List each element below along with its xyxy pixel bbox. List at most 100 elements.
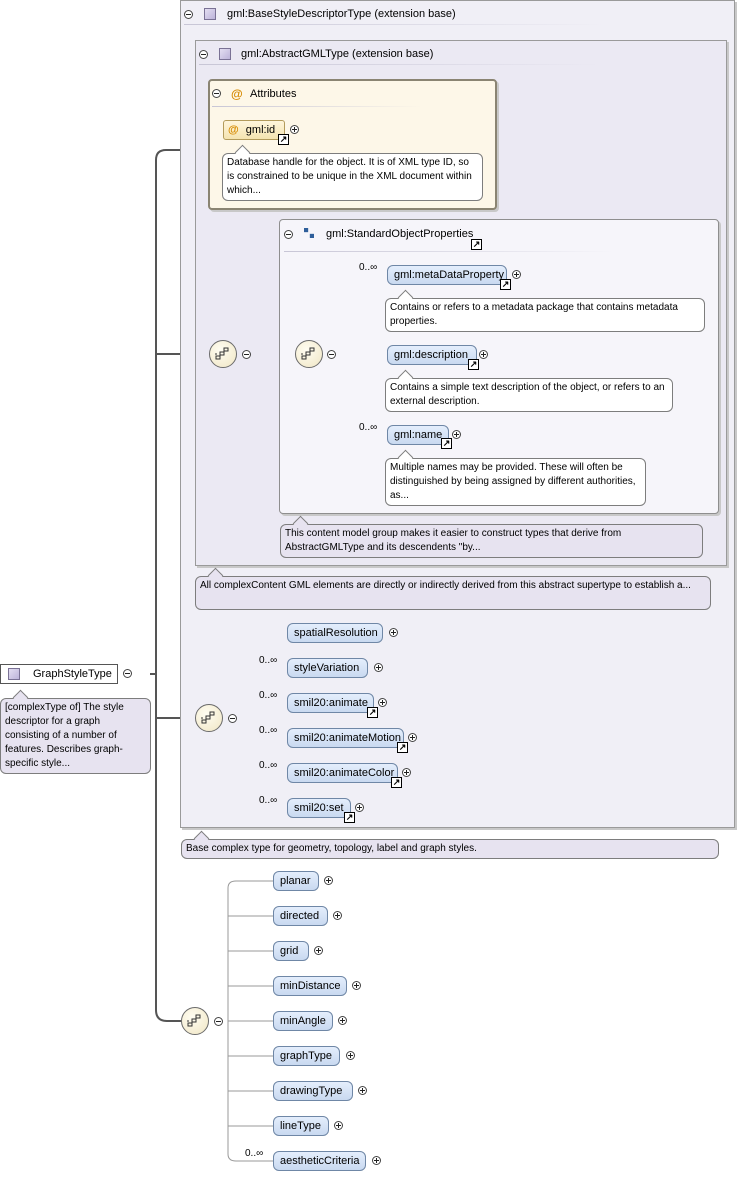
element-aestheticcriteria[interactable]: aestheticCriteria: [273, 1151, 366, 1171]
attribute-at-icon: @: [228, 124, 239, 136]
expand-element-toggle[interactable]: [512, 270, 521, 279]
reference-arrow-icon[interactable]: ↗: [500, 279, 511, 290]
base-style-documentation: Base complex type for geometry, topology…: [181, 830, 719, 859]
collapse-sequence-toggle[interactable]: [327, 350, 336, 359]
abstract-gml-header: gml:AbstractGMLType (extension base): [241, 48, 434, 60]
complex-type-icon: [219, 48, 231, 60]
attribute-label: gml:id: [245, 124, 276, 136]
expand-element-toggle[interactable]: [334, 1121, 343, 1130]
reference-arrow-icon[interactable]: ↗: [468, 359, 479, 370]
collapse-sequence-toggle[interactable]: [214, 1017, 223, 1026]
name-documentation: Multiple names may be provided. These wi…: [385, 449, 646, 506]
occurs-label: 0..∞: [259, 690, 278, 701]
element-graphtype[interactable]: graphType: [273, 1046, 340, 1066]
reference-arrow-icon[interactable]: ↗: [397, 742, 408, 753]
expand-element-toggle[interactable]: [452, 430, 461, 439]
collapse-base-style-toggle[interactable]: [184, 10, 193, 19]
occurs-label: 0..∞: [359, 422, 378, 433]
note-text: Contains a simple text description of th…: [390, 382, 665, 407]
expand-element-toggle[interactable]: [333, 911, 342, 920]
root-label: GraphStyleType: [33, 668, 112, 680]
attributes-header: Attributes: [250, 88, 297, 100]
note-text: All complexContent GML elements are dire…: [200, 580, 691, 591]
header-divider: [184, 24, 604, 25]
reference-arrow-icon[interactable]: ↗: [441, 438, 452, 449]
reference-arrow-icon[interactable]: ↗: [471, 239, 482, 250]
expand-element-toggle[interactable]: [378, 698, 387, 707]
collapse-sop-toggle[interactable]: [284, 230, 293, 239]
element-spatialresolution[interactable]: spatialResolution: [287, 623, 383, 643]
sop-documentation: This content model group makes it easier…: [280, 515, 703, 558]
group-icon: [304, 228, 314, 238]
collapse-abstract-gml-toggle[interactable]: [199, 50, 208, 59]
note-text: [complexType of] The style descriptor fo…: [5, 702, 124, 769]
note-text: This content model group makes it easier…: [285, 528, 622, 553]
reference-arrow-icon[interactable]: ↗: [367, 707, 378, 718]
element-gml-name[interactable]: gml:name: [387, 425, 449, 445]
attribute-gml-id[interactable]: @ gml:id: [223, 120, 285, 140]
note-text: Contains or refers to a metadata package…: [390, 302, 678, 327]
occurs-label: 0..∞: [259, 725, 278, 736]
element-smil20-animate[interactable]: smil20:animate: [287, 693, 374, 713]
occurs-label: 0..∞: [359, 262, 378, 273]
element-grid[interactable]: grid: [273, 941, 309, 961]
element-directed[interactable]: directed: [273, 906, 328, 926]
element-stylevariation[interactable]: styleVariation: [287, 658, 368, 678]
element-linetype[interactable]: lineType: [273, 1116, 329, 1136]
element-smil20-set[interactable]: smil20:set: [287, 798, 351, 818]
expand-element-toggle[interactable]: [389, 628, 398, 637]
reference-arrow-icon[interactable]: ↗: [344, 812, 355, 823]
occurs-label: 0..∞: [259, 655, 278, 666]
collapse-attributes-toggle[interactable]: [212, 89, 221, 98]
header-divider: [284, 251, 614, 252]
complex-type-icon: [8, 668, 20, 680]
element-gml-description[interactable]: gml:description: [387, 345, 477, 365]
expand-element-toggle[interactable]: [358, 1086, 367, 1095]
element-smil20-animatemotion[interactable]: smil20:animateMotion: [287, 728, 404, 748]
collapse-sequence-toggle[interactable]: [228, 714, 237, 723]
attribute-at-icon: @: [231, 87, 243, 101]
note-text: Base complex type for geometry, topology…: [186, 843, 477, 854]
expand-element-toggle[interactable]: [374, 663, 383, 672]
element-planar[interactable]: planar: [273, 871, 319, 891]
metadataproperty-documentation: Contains or refers to a metadata package…: [385, 289, 705, 332]
element-gml-metadataproperty[interactable]: gml:metaDataProperty: [387, 265, 507, 285]
expand-element-toggle[interactable]: [355, 803, 364, 812]
collapse-root-toggle[interactable]: [123, 669, 132, 678]
note-text: Multiple names may be provided. These wi…: [390, 462, 636, 501]
header-divider: [199, 64, 599, 65]
expand-element-toggle[interactable]: [408, 733, 417, 742]
complex-type-icon: [204, 8, 216, 20]
sequence-compositor-icon[interactable]: [209, 340, 237, 368]
element-drawingtype[interactable]: drawingType: [273, 1081, 353, 1101]
base-style-header: gml:BaseStyleDescriptorType (extension b…: [227, 8, 456, 20]
occurs-label: 0..∞: [245, 1148, 264, 1159]
expand-element-toggle[interactable]: [324, 876, 333, 885]
reference-arrow-icon[interactable]: ↗: [391, 777, 402, 788]
root-graphstyletype[interactable]: GraphStyleType: [0, 664, 118, 684]
element-minangle[interactable]: minAngle: [273, 1011, 333, 1031]
gml-id-documentation: Database handle for the object. It is of…: [222, 144, 483, 201]
root-documentation: [complexType of] The style descriptor fo…: [0, 689, 151, 774]
expand-element-toggle[interactable]: [338, 1016, 347, 1025]
occurs-label: 0..∞: [259, 760, 278, 771]
element-mindistance[interactable]: minDistance: [273, 976, 347, 996]
sequence-compositor-icon[interactable]: [195, 704, 223, 732]
expand-element-toggle[interactable]: [479, 350, 488, 359]
reference-arrow-icon[interactable]: ↗: [278, 134, 289, 145]
expand-element-toggle[interactable]: [372, 1156, 381, 1165]
description-documentation: Contains a simple text description of th…: [385, 369, 673, 412]
expand-element-toggle[interactable]: [352, 981, 361, 990]
expand-element-toggle[interactable]: [314, 946, 323, 955]
note-text: Database handle for the object. It is of…: [227, 157, 472, 196]
expand-element-toggle[interactable]: [402, 768, 411, 777]
sop-header: gml:StandardObjectProperties: [326, 228, 474, 240]
collapse-sequence-toggle[interactable]: [242, 350, 251, 359]
element-smil20-animatecolor[interactable]: smil20:animateColor: [287, 763, 398, 783]
sequence-compositor-icon[interactable]: [181, 1007, 209, 1035]
header-divider: [212, 106, 422, 107]
expand-gml-id-toggle[interactable]: [290, 125, 299, 134]
abstract-gml-documentation: All complexContent GML elements are dire…: [195, 567, 711, 610]
sequence-compositor-icon[interactable]: [295, 340, 323, 368]
expand-element-toggle[interactable]: [346, 1051, 355, 1060]
